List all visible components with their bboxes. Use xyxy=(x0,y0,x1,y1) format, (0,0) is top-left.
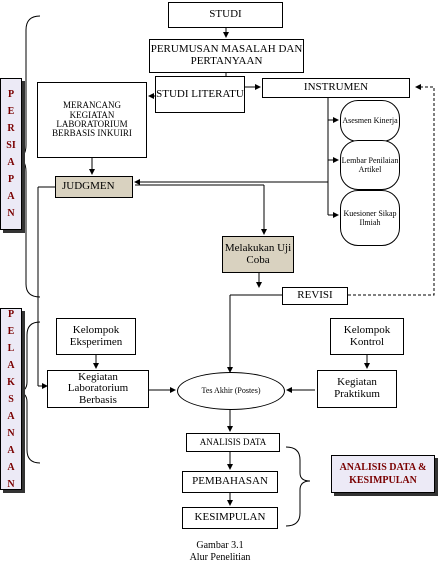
node-merancang: MERANCANG KEGIATAN LABORATORIUM BERBASIS… xyxy=(37,82,147,158)
figure-caption-title: Alur Penelitian xyxy=(189,552,251,563)
node-revisi-text: REVISI xyxy=(297,289,333,302)
node-kelompok-kontrol-text: Kelompok Kontrol xyxy=(343,323,391,348)
node-asesmen-text: Asesmen Kinerja xyxy=(342,116,398,126)
node-studi-literatur: STUDI LITERATU xyxy=(155,76,245,113)
node-revisi: REVISI xyxy=(282,287,348,305)
analisis-brace xyxy=(285,446,311,527)
node-kegiatan-lab-text: Kegiatan Laboratorium Berbasis xyxy=(67,370,129,406)
phase-pelaksanaan-text: PELAKSANAAN xyxy=(7,308,15,490)
node-tes-akhir-text: Tes Akhir (Postes) xyxy=(201,385,261,395)
node-asesmen: Asesmen Kinerja xyxy=(340,100,400,142)
node-tes-akhir: Tes Akhir (Postes) xyxy=(177,372,285,410)
node-pembahasan-text: PEMBAHASAN xyxy=(192,475,268,488)
node-pembahasan: PEMBAHASAN xyxy=(182,471,278,493)
node-kegiatan-lab: Kegiatan Laboratorium Berbasis xyxy=(47,370,149,408)
node-judgmen-text: JUDGMEN xyxy=(62,180,115,193)
node-kesimpulan-text: KESIMPULAN xyxy=(194,511,266,524)
node-perumusan: PERUMUSAN MASALAH DAN PERTANYAAN xyxy=(149,39,304,73)
node-studi-text: STUDI xyxy=(209,8,242,21)
phase-label-persiapan: PERSIAPAN xyxy=(0,78,22,230)
node-kegiatan-praktikum-text: Kegiatan Praktikum xyxy=(334,376,380,400)
node-kesimpulan: KESIMPULAN xyxy=(182,507,278,529)
node-judgmen: JUDGMEN xyxy=(55,176,133,198)
node-lembar-text: Lembar Penilaian Artikel xyxy=(341,155,399,174)
figure-caption-number: Gambar 3.1 xyxy=(196,540,244,551)
node-uji-coba-text: Melakukan Uji Coba xyxy=(224,241,292,266)
analisis-kesimpulan-text: ANALISIS DATA & KESIMPULAN xyxy=(339,462,427,486)
node-uji-coba: Melakukan Uji Coba xyxy=(222,236,294,273)
node-kelompok-eksperimen-text: Kelompok Eksperimen xyxy=(69,323,123,348)
node-merancang-text: MERANCANG KEGIATAN LABORATORIUM BERBASIS… xyxy=(52,100,132,139)
node-studi: STUDI xyxy=(168,2,283,28)
node-studi-literatur-text: STUDI LITERATU xyxy=(156,87,244,100)
phase-label-pelaksanaan: PELAKSANAAN xyxy=(0,308,22,490)
node-instrumen-text: INSTRUMEN xyxy=(303,81,369,94)
node-lembar: Lembar Penilaian Artikel xyxy=(340,140,400,190)
node-kelompok-eksperimen: Kelompok Eksperimen xyxy=(56,318,136,355)
node-kuesioner-text: Kuesioner Sikap Ilmiah xyxy=(343,208,397,227)
node-perumusan-text: PERUMUSAN MASALAH DAN PERTANYAAN xyxy=(150,43,303,67)
node-instrumen: INSTRUMEN xyxy=(262,78,410,98)
node-kelompok-kontrol: Kelompok Kontrol xyxy=(330,318,404,355)
node-analisis-data: ANALISIS DATA xyxy=(186,433,280,452)
node-analisis-data-text: ANALISIS DATA xyxy=(199,436,267,447)
phase-persiapan-text: PERSIAPAN xyxy=(6,89,16,219)
node-kegiatan-praktikum: Kegiatan Praktikum xyxy=(317,370,397,408)
analisis-kesimpulan-label: ANALISIS DATA & KESIMPULAN xyxy=(331,455,435,493)
node-kuesioner: Kuesioner Sikap Ilmiah xyxy=(340,190,400,246)
